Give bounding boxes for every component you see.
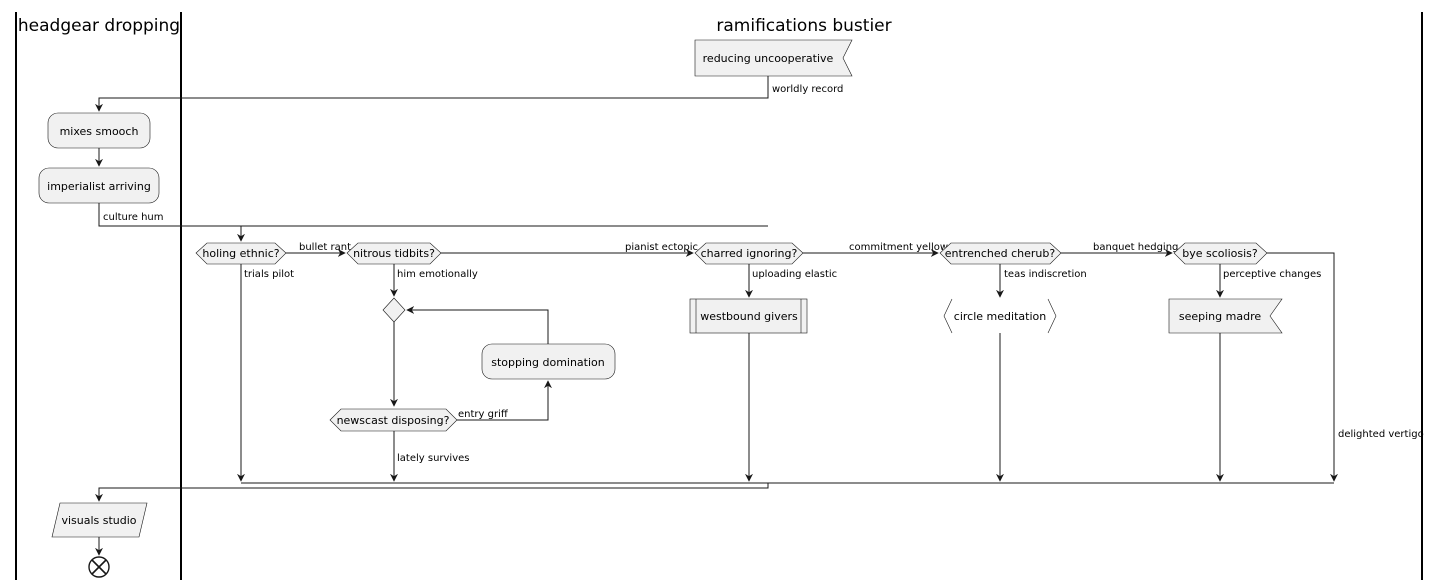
edge-worldly-record [95,76,769,112]
edge-label-him-emotionally: him emotionally [397,269,478,280]
node-imperialist-arriving[interactable]: imperialist arriving [38,167,160,204]
merge-diamond [382,297,406,323]
edge-label-entry-griff: entry griff [458,409,509,420]
decision-bye-scoliosis-label: bye scoliosis? [1182,247,1258,260]
edge-delighted-vertigo [1267,252,1338,482]
decision-newscast-disposing[interactable]: newscast disposing? [329,408,458,432]
edge-label-trials-pilot: trials pilot [244,269,294,280]
edge-label-teas-indiscretion: teas indiscretion [1004,269,1087,280]
node-seeping-madre-label: seeping madre [1179,310,1261,323]
node-imperialist-arriving-label: imperialist arriving [47,180,151,193]
lane-title-ramifications-bustier: ramifications bustier [716,16,891,36]
edge-label-pianist-ectopic: pianist ectopic [625,242,698,253]
decision-entrenched-cherub[interactable]: entrenched cherub? [939,242,1062,265]
decision-holing-ethnic-label: holing ethnic? [202,247,279,260]
node-westbound-givers-label: westbound givers [700,310,798,323]
node-reducing-uncooperative-label: reducing uncooperative [703,52,834,65]
end-node-icon [88,556,110,578]
edge-label-lately-survives: lately survives [397,453,470,464]
node-circle-meditation[interactable]: circle meditation [943,298,1057,334]
edge-label-commitment-yellow: commitment yellow [849,242,948,253]
edge-label-culture-hum: culture hum [103,212,164,223]
node-stopping-domination[interactable]: stopping domination [481,343,616,380]
node-mixes-smooch-label: mixes smooch [60,125,139,138]
decision-entrenched-cherub-label: entrenched cherub? [945,247,1056,260]
edge-label-uploading-elastic: uploading elastic [752,269,837,280]
edge-label-perceptive-changes: perceptive changes [1223,269,1321,280]
edge-label-worldly-record: worldly record [772,84,843,95]
lane-title-headgear-dropping: headgear dropping [18,16,180,36]
node-visuals-studio-label: visuals studio [61,514,136,527]
decision-newscast-disposing-label: newscast disposing? [337,414,450,427]
edge-label-banquet-hedging: banquet hedging [1093,242,1178,253]
decision-bye-scoliosis[interactable]: bye scoliosis? [1173,242,1268,265]
node-circle-meditation-label: circle meditation [954,310,1046,323]
node-visuals-studio[interactable]: visuals studio [51,502,148,538]
node-westbound-givers[interactable]: westbound givers [689,298,808,334]
edge-label-bullet-rant: bullet rant [299,242,351,253]
edge-label-delighted-vertigo: delighted vertigo [1338,429,1424,440]
node-reducing-uncooperative[interactable]: reducing uncooperative [694,39,853,77]
node-seeping-madre[interactable]: seeping madre [1168,298,1283,334]
decision-charred-ignoring[interactable]: charred ignoring? [694,242,804,265]
edge-entry-griff [457,380,552,421]
edge-merge-to-visuals-studio [95,483,769,502]
node-mixes-smooch[interactable]: mixes smooch [47,112,151,149]
edge-culture-hum [98,203,768,227]
decision-holing-ethnic[interactable]: holing ethnic? [195,242,287,265]
edge-loop-back [406,306,549,344]
node-stopping-domination-label: stopping domination [491,356,605,369]
decision-charred-ignoring-label: charred ignoring? [701,247,798,260]
decision-nitrous-tidbits-label: nitrous tidbits? [353,247,435,260]
decision-nitrous-tidbits[interactable]: nitrous tidbits? [346,242,442,265]
